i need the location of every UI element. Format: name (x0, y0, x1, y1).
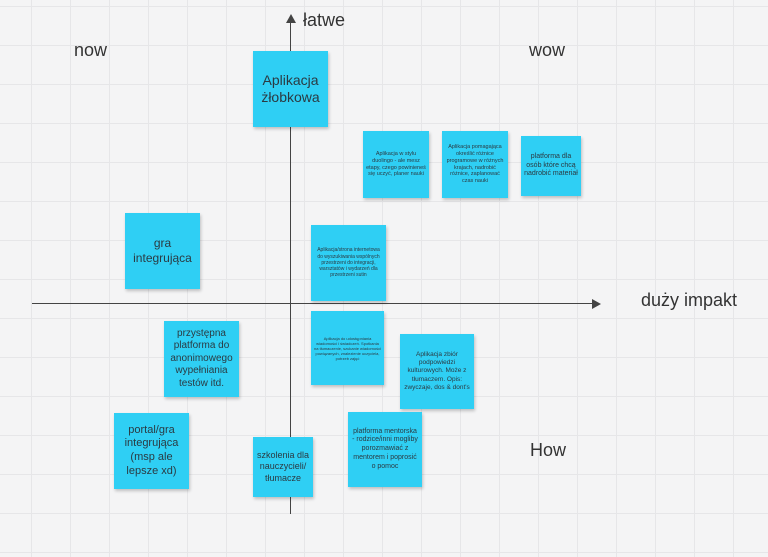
sticky-note-text: przystępna platforma do anonimowego wype… (170, 327, 233, 389)
sticky-note-text: platforma dla osób które chcą nadrobić m… (524, 152, 578, 178)
sticky-note-gra-integrujaca[interactable]: gra integrująca (125, 213, 200, 289)
sticky-note-text: szkolenia dla nauczycieli/ tłumacze (256, 450, 310, 483)
x-axis-label: duży impakt (641, 290, 738, 310)
sticky-note-text: Aplikacja do udostępniania wiadomości i … (314, 335, 381, 361)
horizontal-axis-arrow (592, 299, 601, 309)
sticky-note-portal-gra[interactable]: portal/gra integrująca (msp ale lepsze x… (114, 413, 189, 489)
sticky-note-roznice-programowe[interactable]: Aplikacja pomagająca określić różnice pr… (442, 131, 508, 198)
sticky-note-text: Aplikacja żłobkowa (261, 71, 320, 106)
quadrant-label-now: now (74, 40, 108, 60)
sticky-note-szkolenia[interactable]: szkolenia dla nauczycieli/ tłumacze (253, 437, 313, 497)
vertical-axis-arrow (286, 14, 296, 23)
sticky-note-text: Aplikacja pomagająca określić różnice pr… (446, 143, 504, 185)
sticky-note-text: Aplikacja/strona internetowa do wyszukiw… (317, 247, 380, 279)
sticky-note-platforma-mentorska[interactable]: platforma mentorska - rodzice/inni mogli… (348, 412, 422, 487)
horizontal-axis (32, 303, 594, 304)
sticky-note-text: gra integrująca (133, 236, 192, 265)
quadrant-label-wow: wow (529, 40, 566, 60)
sticky-note-przestrzenie-integracji[interactable]: Aplikacja/strona internetowa do wyszukiw… (311, 225, 386, 301)
quadrant-label-how: How (530, 440, 567, 460)
sticky-note-anonimowe-testy[interactable]: przystępna platforma do anonimowego wype… (164, 321, 239, 397)
y-axis-label: łatwe (303, 10, 346, 30)
vertical-axis (290, 22, 291, 514)
sticky-note-text: Aplikacja zbiór podpowiedzi kulturowych.… (404, 351, 470, 391)
sticky-note-text: Aplikacja w stylu duolingo - ale mesz et… (366, 150, 426, 178)
sticky-note-duolingo[interactable]: Aplikacja w stylu duolingo - ale mesz et… (363, 131, 429, 198)
sticky-note-udostepnianie-wiedzy[interactable]: Aplikacja do udostępniania wiadomości i … (311, 311, 384, 385)
sticky-note-podpowiedzi-kulturowe[interactable]: Aplikacja zbiór podpowiedzi kulturowych.… (400, 334, 474, 409)
sticky-note-aplikacja-zlobkowa[interactable]: Aplikacja żłobkowa (253, 51, 328, 127)
sticky-note-text: portal/gra integrująca (msp ale lepsze x… (124, 423, 179, 477)
sticky-note-text: platforma mentorska - rodzice/inni mogli… (352, 427, 418, 470)
sticky-note-nadrobic-material[interactable]: platforma dla osób które chcą nadrobić m… (521, 136, 581, 196)
